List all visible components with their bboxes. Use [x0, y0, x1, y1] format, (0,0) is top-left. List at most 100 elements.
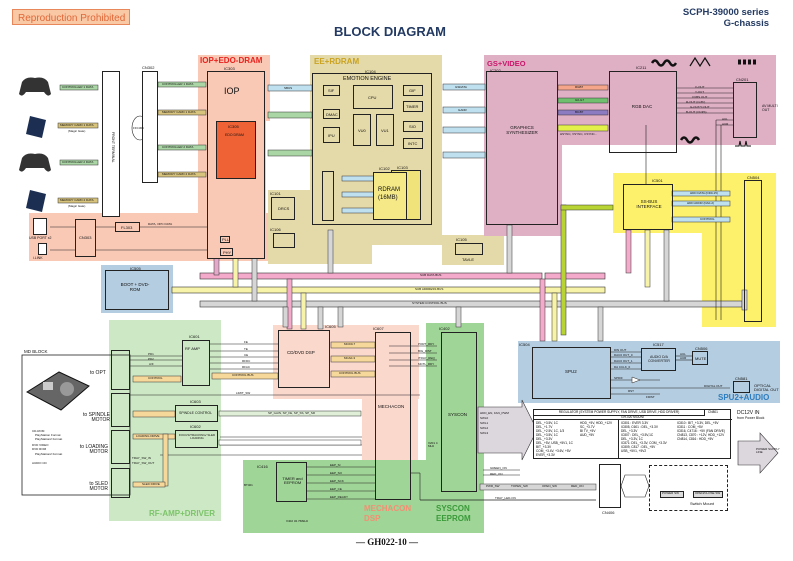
- footer-label: — GH022-10 —: [356, 537, 418, 547]
- controller-1-icon: [19, 77, 51, 96]
- region-title-mech-1: MECHACON: [364, 504, 412, 513]
- open-close-switch[interactable]: OPEN/CLOSE SW: [693, 491, 723, 498]
- chip-ic517-dac: IC517 AUDIO D/A CONVERTER: [641, 343, 676, 371]
- power-sub: GH-020 MOUNT: [534, 415, 732, 420]
- drive-mechanism-icon: [25, 371, 90, 411]
- chip-ic501-ssbus: IC501 SS-BUS INTERFACE: [623, 179, 673, 230]
- power-entry: IC810 : BIT_+3.3V, DEL_+5V: [677, 421, 719, 425]
- chip-cn602: [111, 430, 130, 464]
- switch-mount: POWER SW OPEN/CLOSE SW Switch Mount: [649, 465, 728, 511]
- controller-arrows: [57, 81, 207, 204]
- bus-sub-address: [171, 286, 543, 294]
- chassis-label: G-chassis: [723, 18, 769, 29]
- ee-unit-dramc: [322, 171, 334, 221]
- chip-ic402-syscon: IC402 SYSCON: [439, 327, 477, 492]
- ee-unit-dmac: DMAC: [323, 109, 340, 119]
- region-title-gs: GS+VIDEO: [487, 59, 526, 68]
- region-boot: [101, 265, 173, 313]
- power-entry: BIT_+3.3V: [536, 445, 552, 449]
- chip-ic211-rgb-dac: IC211 RGB DAC: [609, 66, 677, 153]
- chip-cn504: CN504: [744, 176, 762, 322]
- ffc-label: FFC305: [133, 126, 144, 130]
- power-divider: [618, 420, 619, 459]
- region-title-rf: RF-AMP+DRIVER: [149, 509, 216, 518]
- ic102-ref: IC102: [379, 166, 390, 171]
- chip-cn601: [111, 350, 130, 390]
- chip-cn581-optical: CN581 OPTICAL DIGITAL OUT: [733, 376, 779, 393]
- power-entry: IC801 : EVER 3.3V: [621, 421, 649, 425]
- chip-ic102-rdram: IC102 RDRAM (16MB): [373, 167, 407, 220]
- power-ref: CN801: [708, 410, 718, 414]
- power-entry: DEL_+3.3V: [621, 429, 638, 433]
- bus-system-control: [199, 300, 743, 308]
- usb-port[interactable]: [33, 218, 47, 235]
- power-entry: BI TV_+5V: [580, 429, 596, 433]
- chip-cn604: [111, 393, 130, 427]
- chip-ic101: IC101 DRCS: [270, 192, 295, 220]
- chip-ic106: IC106: [270, 228, 295, 248]
- power-entry: CN813, C870 : +12V, HDD_+12V: [677, 433, 725, 437]
- chip-ic105: IC105 TAVLE: [455, 238, 483, 262]
- chip-cn303: CN303: [75, 219, 96, 257]
- chip-ic104-emotion-engine: IC104 EMOTION ENGINE: [312, 70, 432, 225]
- chip-phy: PHY: [220, 248, 233, 256]
- region-title-spu: SPU2+AUDIO: [718, 393, 770, 402]
- dc-from-label: from Power Block: [737, 416, 765, 420]
- power-entry: IC805, C601 : DEL_+3.3V: [621, 425, 658, 429]
- power-entry: COM_+3.4V, +3.6V, +5V: [536, 449, 571, 453]
- ee-unit-vu1: VU1: [376, 114, 394, 146]
- ic505-name: BOOT + DVD-ROM: [120, 282, 150, 292]
- model-label: SCPH-39000 series: [682, 7, 769, 18]
- stamp-text: Reproduction Prohibited: [18, 13, 126, 24]
- region-title-mech-2: DSP: [364, 514, 381, 523]
- power-entry: IC809, C817 : DEL_+5V: [621, 445, 656, 449]
- waveform-icons: [650, 56, 756, 147]
- memory-card-2-icon: [26, 190, 46, 212]
- power-entry: EVER_+3.3V: [536, 453, 555, 457]
- region-title-syscon-1: SYSCON: [436, 504, 470, 513]
- reproduction-stamp: Reproduction Prohibited: [12, 9, 130, 25]
- power-supply-label: POWER SUPPLY LINE: [756, 447, 780, 454]
- chip-cn201-av-multi: CN201 AV MULTI OUT: [733, 78, 778, 138]
- memory-card-1-icon: [26, 116, 46, 138]
- power-switch[interactable]: POWER SW: [660, 491, 684, 498]
- power-entry: IC816, C4716 : +5V (FAN DRIVE): [677, 429, 725, 433]
- chip-cn302: [142, 71, 158, 183]
- power-entry: IC807 : DEL_+3.5V,1C: [621, 433, 654, 437]
- chip-cn406: CN406: [599, 464, 621, 515]
- chip-cn506-mute: CN506 MUTE: [692, 347, 708, 365]
- power-entry: DEL_+1.7V: [536, 425, 553, 429]
- region-title-iop: IOP+EDO-DRAM: [200, 56, 263, 65]
- md-block-label: MD BLOCK: [24, 349, 48, 354]
- ee-unit-sio: SIO: [403, 121, 423, 132]
- ic303-ref: IC303: [224, 66, 235, 71]
- bus-sub-data: [199, 272, 543, 280]
- power-table: REGULATOR (SYSTEM POWER SUPPLY, FAN DRIV…: [533, 409, 732, 459]
- power-entry: DEL_+3.5V, 1C: [536, 433, 558, 437]
- ee-unit-ipu: IPU: [323, 127, 340, 143]
- region-gs: [484, 55, 776, 145]
- cn302-label: CN302: [142, 65, 155, 70]
- chip-front-terminal: FRONT TERMINAL: [102, 71, 120, 217]
- ilink-port[interactable]: [38, 243, 47, 255]
- ic211-name: RGB DAC: [631, 104, 653, 109]
- power-entry: SC_+3.7V: [580, 425, 595, 429]
- power-entry: DEL_+3.5V, 1C: [536, 421, 558, 425]
- chip-ic202-gs: IC202 GRAPHICS SYNTHESIZER: [486, 69, 558, 225]
- ee-unit-gif: GIF: [403, 85, 423, 96]
- power-entry: IC811 : COM_+5V: [677, 425, 703, 429]
- page-title: BLOCK DIAGRAM: [334, 24, 446, 39]
- ic303-name: IOP: [224, 86, 240, 96]
- controller-2-icon: [19, 153, 51, 172]
- region-syscon: [426, 323, 484, 533]
- ffc-connector-icon: [620, 474, 650, 498]
- ee-unit-timer: TIMER: [403, 101, 423, 112]
- chip-ic305-edo-dram: IC305 EDO DRAM: [216, 121, 256, 179]
- region-ic105: [442, 235, 504, 265]
- chip-ic505-boot: IC505 BOOT + DVD-ROM: [105, 267, 169, 310]
